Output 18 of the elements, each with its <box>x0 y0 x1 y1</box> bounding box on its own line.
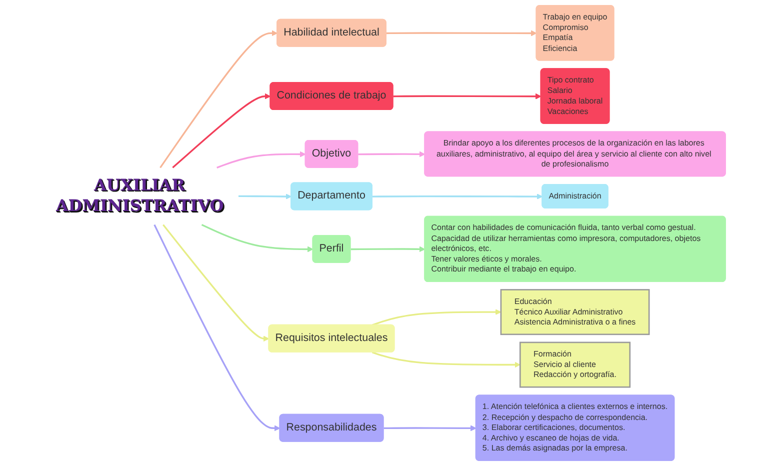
arrow <box>372 352 520 368</box>
arrow <box>358 151 426 158</box>
node-box: Educación Técnico Auxiliar Administrativo Asistencia Administrativa o a fines <box>500 289 650 336</box>
arrow <box>393 93 542 100</box>
arrow <box>384 425 476 432</box>
arrow <box>350 246 426 252</box>
node-text: AUXILIAR ADMINISTRATIVO <box>56 175 224 216</box>
arrow <box>372 194 543 200</box>
arrow <box>238 194 292 200</box>
arrow <box>160 30 278 168</box>
arrow <box>172 93 271 168</box>
node-box: Formación Servicio al cliente Redacción y ortografía. <box>519 342 631 388</box>
arrow <box>386 30 537 36</box>
arrow <box>372 309 502 326</box>
arrow <box>216 151 306 168</box>
arrow <box>162 224 270 342</box>
arrow <box>154 224 280 432</box>
arrow <box>201 224 314 252</box>
